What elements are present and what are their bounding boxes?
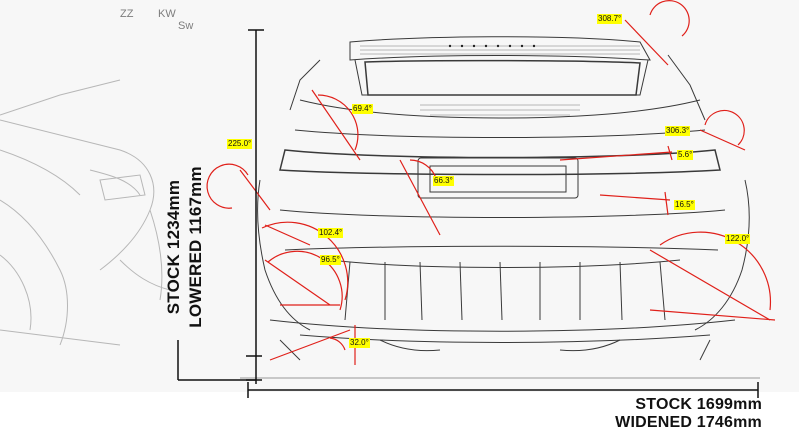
- angle-label-102-4: 102.4°: [318, 228, 344, 238]
- height-lowered-label: LOWERED 1167mm: [186, 166, 205, 328]
- dimension-lines: [177, 29, 759, 398]
- width-widened-label: WIDENED 1746mm: [615, 414, 762, 431]
- angle-label-96-5: 96.5°: [320, 255, 341, 265]
- angle-label-69-4: 69.4°: [352, 104, 373, 114]
- paper-background: [0, 0, 799, 392]
- angle-label-5-6: 5.6°: [677, 150, 694, 160]
- angle-label-122-0: 122.0°: [725, 234, 751, 244]
- angle-label-66-3: 66.3°: [433, 176, 454, 186]
- sketch-note-zz: ZZ: [120, 8, 134, 20]
- sketch-note-kw: KW: [158, 8, 176, 20]
- angle-label-16-5: 16.5°: [674, 200, 695, 210]
- height-stock-label: STOCK 1234mm: [164, 179, 183, 315]
- angle-label-32-0: 32.0°: [349, 338, 370, 348]
- angle-label-308-7: 308.7°: [597, 14, 623, 24]
- width-stock-label: STOCK 1699mm: [635, 396, 762, 413]
- sketch-note-sw: Sw: [178, 20, 194, 32]
- angle-label-225-0: 225.0°: [227, 139, 253, 149]
- spoiler-hatching: [360, 45, 640, 116]
- spoiler-dots: [448, 44, 536, 48]
- side-view-sketch: [0, 79, 171, 346]
- angle-label-306-3: 306.3°: [665, 126, 691, 136]
